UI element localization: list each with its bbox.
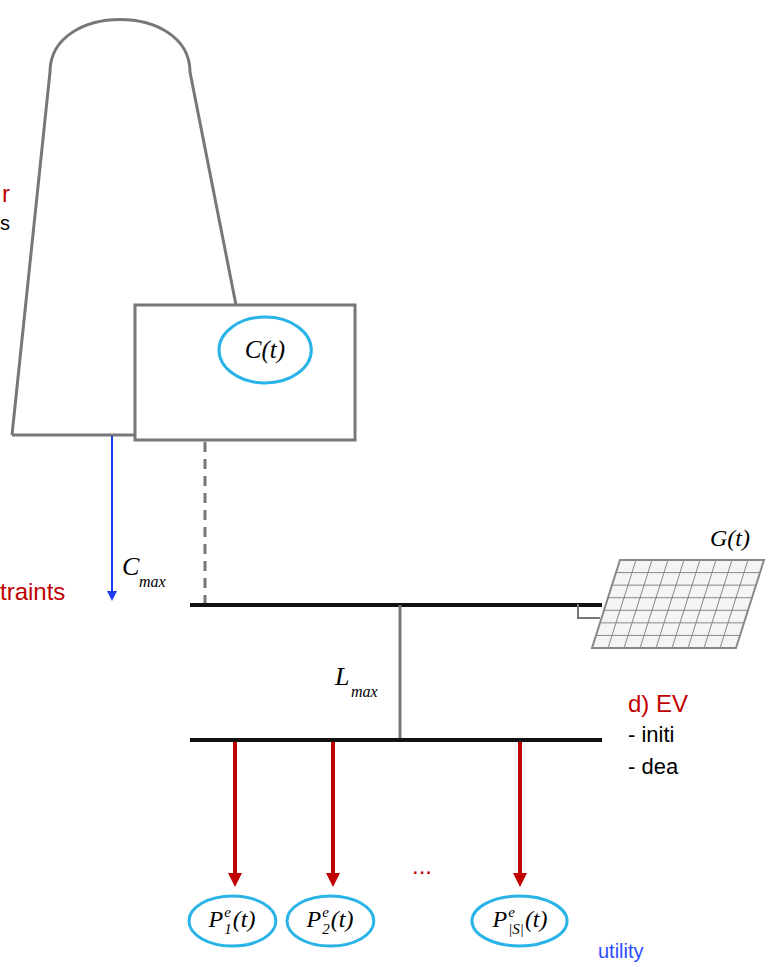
- panel-feeder: [578, 604, 600, 618]
- cooling-tower: [12, 20, 236, 436]
- symbol-subscript: max: [139, 573, 166, 591]
- ellipsis: ...: [412, 852, 432, 880]
- variable-name: P: [492, 906, 507, 932]
- symbol-base: L: [335, 662, 349, 692]
- panel-outline: [592, 560, 764, 648]
- superscript: e: [508, 905, 524, 920]
- cut-text: - dea: [628, 754, 678, 780]
- variable-name: P: [209, 906, 224, 932]
- load-arrow: [233, 742, 237, 880]
- cut-text: utility: [598, 940, 644, 963]
- cut-heading: r: [2, 180, 10, 208]
- circle-outline: [285, 894, 376, 948]
- symbol-base: C: [122, 552, 139, 582]
- variable-text: Pe 2(t): [307, 905, 354, 937]
- plant-feeder: [204, 442, 207, 603]
- tower-base: [12, 434, 135, 437]
- line-segment: [399, 605, 402, 740]
- variable-argument: (t): [331, 906, 354, 932]
- variable-circle: Pe 2(t): [285, 894, 376, 948]
- variable-circle: Pe |S|(t): [470, 894, 569, 948]
- load-arrow: [518, 742, 522, 880]
- cut-text: - initi: [628, 722, 674, 748]
- subscript: 1: [224, 922, 232, 937]
- panel-heading: G(t): [710, 525, 750, 552]
- section-heading: d) EV: [628, 690, 688, 718]
- load-arrow: [331, 742, 335, 880]
- variable-argument: (t): [525, 906, 548, 932]
- superscript: e: [224, 905, 232, 920]
- subscript: 2: [322, 922, 330, 937]
- variable-circle: Pe 1(t): [187, 894, 278, 948]
- solar-panel: G(t): [592, 560, 764, 648]
- variable-text: Pe |S|(t): [492, 905, 547, 937]
- variable-name: C(t): [245, 336, 285, 363]
- plant-box: [135, 305, 355, 440]
- capacity-arrow: [111, 436, 113, 596]
- upper-bus: [190, 603, 602, 607]
- symbol-subscript: max: [351, 683, 378, 701]
- cut-heading: traints: [0, 578, 65, 606]
- variable-argument: (t): [233, 906, 256, 932]
- cut-text: s: [0, 212, 10, 235]
- variable-text: Pe 1(t): [209, 905, 256, 937]
- subscript: |S|: [508, 922, 524, 937]
- lower-bus: [190, 738, 602, 742]
- superscript: e: [322, 905, 330, 920]
- variable-name: P: [307, 906, 322, 932]
- circle-outline: [470, 894, 569, 948]
- variable-text: C(t): [245, 336, 285, 364]
- circle-outline: [187, 894, 278, 948]
- variable-circle: C(t): [217, 315, 313, 385]
